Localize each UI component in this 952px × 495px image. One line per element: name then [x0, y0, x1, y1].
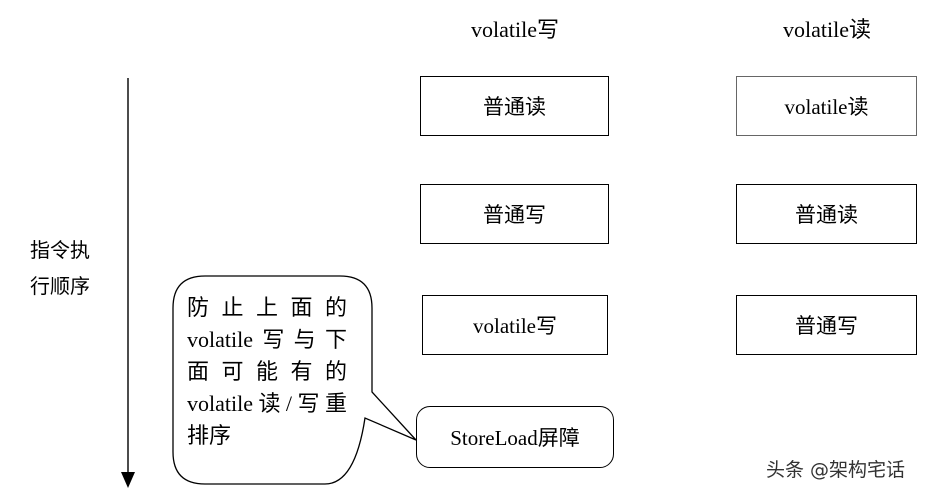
column-title-volatile-read: volatile读 [783, 17, 871, 42]
order-axis-label-line2: 行顺序 [30, 274, 90, 298]
callout-line-4: volatile读/写重 [187, 391, 347, 416]
callout-line-3: 面可能有的 [187, 359, 347, 384]
watermark-text: 头条 @架构宅话 [766, 459, 906, 481]
order-axis-label-line1: 指令执 [30, 238, 90, 262]
callout-line-1: 防止上面的 [187, 295, 347, 320]
right-box-volatile-read: volatile读 [736, 76, 917, 136]
left-box-volatile-write: volatile写 [422, 295, 608, 355]
callout-line-2: volatile写与下 [187, 327, 347, 352]
column-title-volatile-write: volatile写 [471, 17, 559, 42]
right-box-normal-write: 普通写 [736, 295, 917, 355]
left-box-normal-read: 普通读 [420, 76, 609, 136]
right-box-normal-read: 普通读 [736, 184, 917, 244]
callout-bubble-shape [172, 275, 417, 485]
callout-line-5: 排序 [187, 423, 232, 448]
left-box-normal-write: 普通写 [420, 184, 609, 244]
storeload-barrier-box: StoreLoad屏障 [416, 406, 614, 468]
callout-text: 防止上面的 volatile写与下 面可能有的 volatile读/写重 排序 [187, 292, 347, 452]
order-axis-arrowhead [121, 472, 135, 488]
order-axis-label: 指令执 行顺序 [30, 232, 90, 304]
